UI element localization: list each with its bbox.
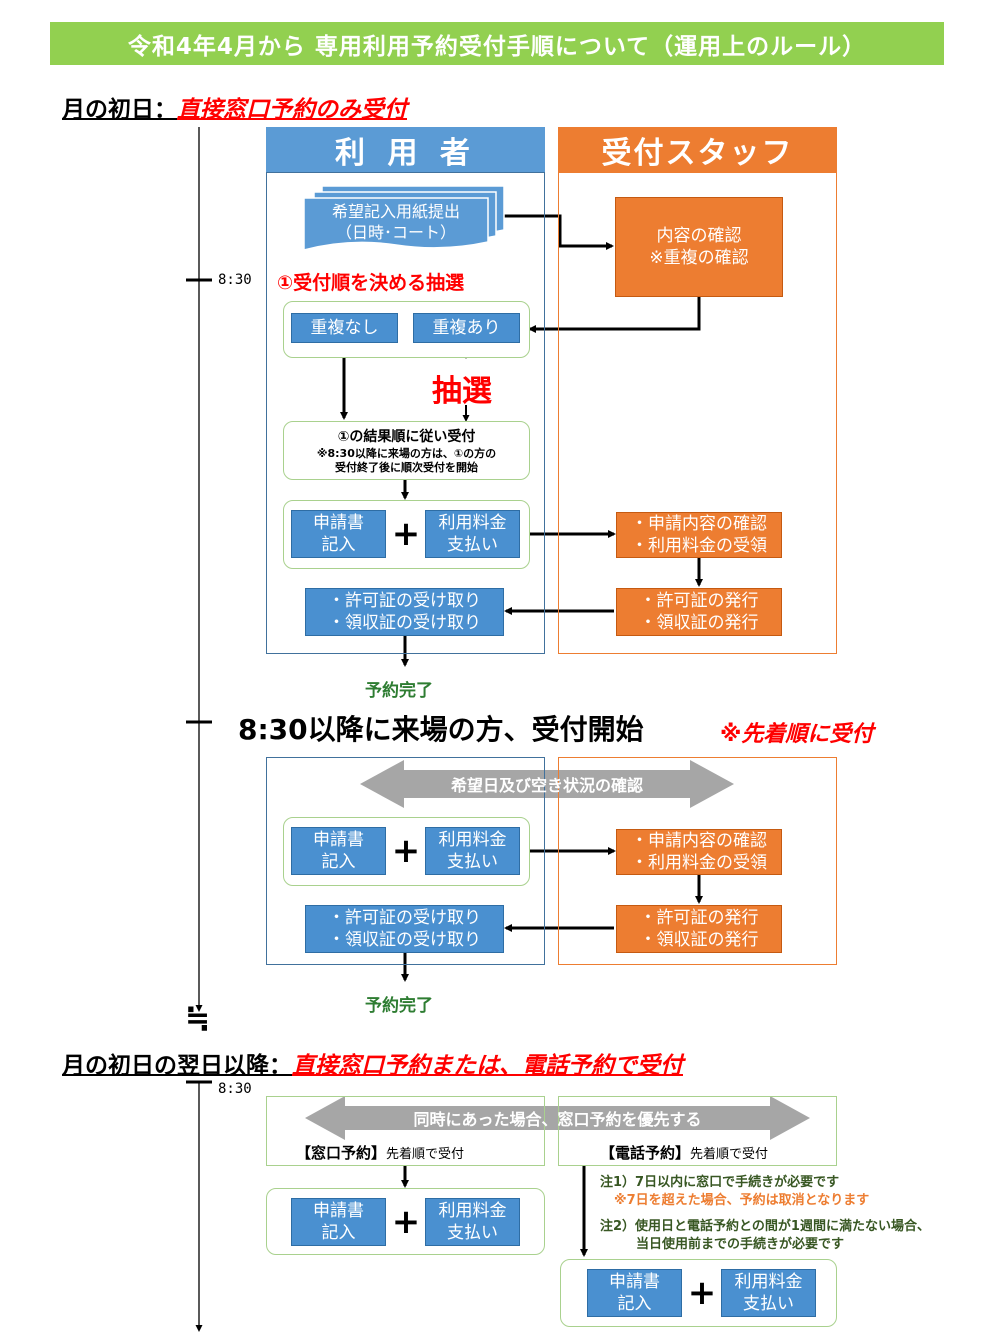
fee-payment-box: 利用料金 支払い xyxy=(425,510,520,558)
note-1-sub: ※7日を超えた場合、予約は取消となります xyxy=(614,1193,870,1209)
phone-note-1: 注1）7日以内に窓口で手続きが必要です ※7日を超えた場合、予約は取消となります xyxy=(600,1174,869,1210)
phone-reservation-rule: 【電話予約】先着順で受付 xyxy=(600,1142,768,1163)
result-order-text: ①の結果順に従い受付 xyxy=(337,429,476,445)
check-and-receive-box: ・申請内容の確認 ・利用料金の受領 xyxy=(616,512,782,558)
walkin-heading: 8:30以降に来場の方、受付開始 xyxy=(238,713,644,746)
lottery-heading: ①受付順を決める抽選 xyxy=(277,272,465,294)
application-form-box: 申請書 記入 xyxy=(291,827,386,875)
plus-sign: + xyxy=(391,514,421,554)
application-form-box: 申請書 記入 xyxy=(291,510,386,558)
no-duplicate-box: 重複なし xyxy=(291,313,398,343)
double-arrow-shape xyxy=(360,760,734,808)
result-order-note: ※8:30以降に来場の方は、①の方の 受付終了後に順次受付を開始 xyxy=(316,446,497,475)
application-form-box: 申請書 記入 xyxy=(291,1198,386,1246)
plus-sign: + xyxy=(687,1273,717,1313)
window-reservation-panel xyxy=(266,1096,545,1166)
section-rule: 直接窓口予約または、電話予約で受付 xyxy=(292,1053,683,1079)
duplicate-box: 重複あり xyxy=(413,313,520,343)
time-label: 8:30 xyxy=(218,1081,252,1097)
approx-equal-marker: ≒ xyxy=(185,1001,211,1036)
window-reservation-order: 先着順で受付 xyxy=(386,1147,465,1162)
staff-panel xyxy=(558,757,837,965)
lottery-label: 抽選 xyxy=(432,374,492,409)
reservation-complete: 予約完了 xyxy=(365,996,433,1016)
section-label: 月の初日： xyxy=(62,97,177,123)
section-label: 月の初日の翌日以降： xyxy=(62,1053,292,1079)
section-heading-first-day: 月の初日：直接窓口予約のみ受付 xyxy=(62,90,407,124)
window-reservation-label: 【窓口予約】 xyxy=(296,1144,387,1162)
plus-sign: + xyxy=(391,1202,421,1242)
note-2-text: 注2）使用日と電話予約との間が1週間に満たない場合、 xyxy=(600,1219,930,1234)
phone-note-2: 注2）使用日と電話予約との間が1週間に満たない場合、 当日使用前までの手続きが必… xyxy=(600,1218,930,1254)
page-title: 令和4年4月から 専用利用予約受付手順について（運用上のルール） xyxy=(50,22,944,65)
issue-permit-box: ・許可証の発行 ・領収証の発行 xyxy=(616,905,782,953)
application-form-box: 申請書 記入 xyxy=(587,1269,682,1317)
fee-payment-box: 利用料金 支払い xyxy=(425,1198,520,1246)
phone-reservation-label: 【電話予約】 xyxy=(600,1144,691,1162)
section-heading-following-days: 月の初日の翌日以降：直接窓口予約または、電話予約で受付 xyxy=(62,1046,683,1080)
plus-sign: + xyxy=(391,831,421,871)
walkin-note: ※先着順に受付 xyxy=(720,722,874,747)
availability-check: 希望日及び空き状況の確認 xyxy=(450,776,643,795)
receive-permit-box: ・許可証の受け取り ・領収証の受け取り xyxy=(305,588,504,636)
reservation-complete: 予約完了 xyxy=(365,681,433,701)
staff-panel xyxy=(558,172,837,654)
document-shape xyxy=(303,185,505,251)
note-1-text: 注1）7日以内に窓口で手続きが必要です xyxy=(600,1175,840,1190)
window-reservation-rule: 【窓口予約】先着順で受付 xyxy=(296,1142,464,1163)
submit-form-step: 希望記入用紙提出 （日時･コート） xyxy=(331,202,460,242)
staff-column-header: 受付スタッフ xyxy=(558,127,837,172)
time-label: 8:30 xyxy=(218,272,252,288)
phone-reservation-order: 先着順で受付 xyxy=(690,1147,769,1162)
double-arrow-shape xyxy=(305,1096,810,1140)
phone-reservation-panel xyxy=(558,1096,837,1166)
result-order-box: ①の結果順に従い受付 ※8:30以降に来場の方は、①の方の 受付終了後に順次受付… xyxy=(283,421,530,480)
fee-payment-box: 利用料金 支払い xyxy=(425,827,520,875)
fee-payment-box: 利用料金 支払い xyxy=(721,1269,816,1317)
priority-rule: 同時にあった場合、窓口予約を優先する xyxy=(413,1110,702,1129)
check-and-receive-box: ・申請内容の確認 ・利用料金の受領 xyxy=(616,829,782,875)
content-confirm-step: 内容の確認 ※重複の確認 xyxy=(615,197,783,297)
receive-permit-box: ・許可証の受け取り ・領収証の受け取り xyxy=(305,905,504,953)
user-panel xyxy=(266,757,545,965)
section-rule: 直接窓口予約のみ受付 xyxy=(177,97,407,123)
user-column-header: 利 用 者 xyxy=(266,127,545,172)
note-2-sub: 当日使用前までの手続きが必要です xyxy=(636,1237,845,1253)
user-panel xyxy=(266,172,545,654)
issue-permit-box: ・許可証の発行 ・領収証の発行 xyxy=(616,588,782,636)
